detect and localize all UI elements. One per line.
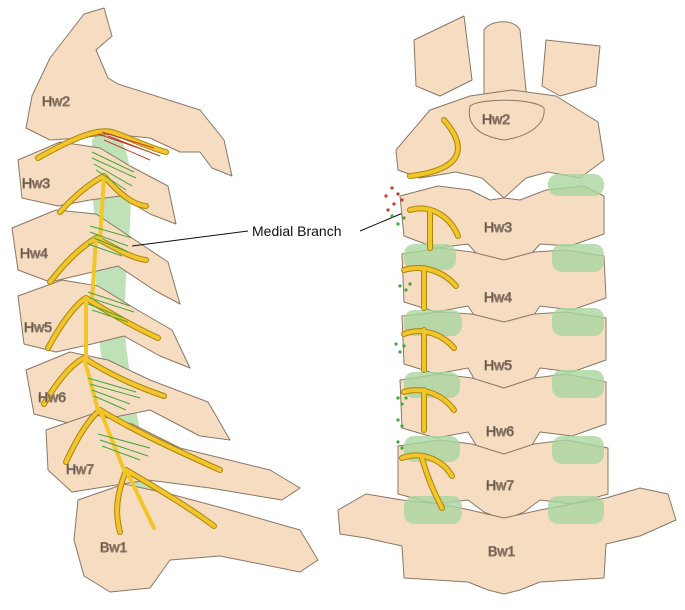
vertebra-lateral-c2 (25, 7, 233, 177)
occipital-block-left (413, 15, 473, 97)
posterior-view: Hw2 Hw3 Hw4 Hw5 Hw6 Hw7 Bw1 (337, 15, 677, 595)
spinous-posterior-c2 (468, 99, 545, 141)
label-lateral-hw6: Hw6 (38, 389, 66, 405)
facet-joints-posterior (404, 174, 604, 524)
green-dots-posterior (390, 214, 412, 450)
label-posterior-hw3: Hw3 (484, 219, 512, 235)
label-posterior-hw7: Hw7 (486, 477, 514, 493)
red-dots-posterior (384, 186, 404, 212)
label-lateral-hw5: Hw5 (24, 319, 52, 335)
label-lateral-bw1: Bw1 (100, 539, 127, 555)
label-lateral-hw7: Hw7 (66, 461, 94, 477)
green-fibers-lateral (87, 151, 151, 461)
label-posterior-hw2: Hw2 (482, 111, 510, 127)
label-posterior-bw1: Bw1 (488, 543, 515, 559)
lateral-view: Hw2 Hw3 Hw4 Hw5 Hw6 Hw7 Bw1 (11, 7, 319, 593)
label-posterior-hw5: Hw5 (484, 357, 512, 373)
vertebra-lateral-t1 (73, 483, 319, 593)
vertebra-lateral-c6 (25, 351, 231, 441)
label-posterior-hw6: Hw6 (486, 423, 514, 439)
medial-branch-label: Medial Branch (252, 223, 342, 239)
occipital-block-right (541, 39, 601, 97)
label-lateral-hw3: Hw3 (22, 175, 50, 191)
label-posterior-hw4: Hw4 (484, 289, 512, 305)
label-lateral-hw2: Hw2 (42, 93, 70, 109)
label-lateral-hw4: Hw4 (20, 245, 48, 261)
callout-line-left (131, 230, 249, 247)
red-fibers-lateral (97, 131, 161, 161)
vertebra-posterior-c3 (399, 185, 605, 279)
medial-branch-callout: Medial Branch (131, 209, 411, 247)
